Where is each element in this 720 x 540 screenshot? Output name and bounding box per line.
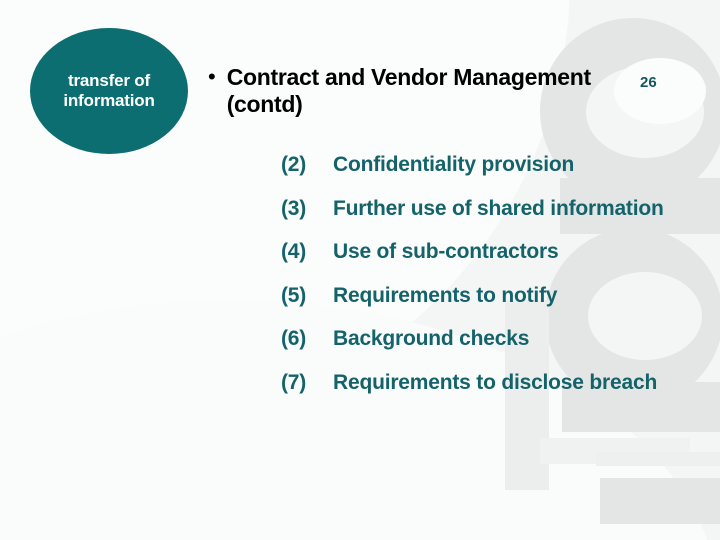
list-item-label: Background checks <box>333 327 530 351</box>
watermark-plate-c <box>540 438 690 464</box>
list-item: (7) Requirements to disclose breach <box>281 370 691 396</box>
list-item: (4) Use of sub-contractors <box>281 239 691 265</box>
list-item: (6) Background checks <box>281 326 691 352</box>
list-item-label: Confidentiality provision <box>333 153 575 176</box>
numbered-list: (2) Confidentiality provision (3) Furthe… <box>281 152 691 414</box>
transfer-of-information-callout: transfer of information <box>30 28 188 154</box>
page-number: 26 <box>640 74 657 91</box>
list-item: (2) Confidentiality provision <box>281 152 691 178</box>
callout-line-2: information <box>63 91 155 110</box>
list-item-label: Requirements to notify <box>333 283 558 307</box>
list-item-label: Use of sub-contractors <box>333 240 559 264</box>
callout-text: transfer of information <box>57 71 160 111</box>
list-item-number: (4) <box>281 240 307 264</box>
list-item-number: (2) <box>281 153 307 176</box>
list-item-number: (7) <box>281 371 307 395</box>
watermark-plate-b <box>596 452 720 466</box>
list-item: (5) Requirements to notify <box>281 283 691 309</box>
slide-title: • Contract and Vendor Management (contd) <box>208 64 608 118</box>
list-item-number: (3) <box>281 196 307 220</box>
page-number-backplate <box>614 58 706 124</box>
list-item-number: (5) <box>281 283 307 307</box>
page-title: Contract and Vendor Management (contd) <box>226 64 591 117</box>
list-item-label: Requirements to disclose breach <box>333 371 658 395</box>
list-item-number: (6) <box>281 327 307 351</box>
list-item-label: Further use of shared information <box>333 196 664 220</box>
title-bullet-icon: • <box>208 64 216 89</box>
watermark-circle-lower <box>0 192 78 270</box>
list-item: (3) Further use of shared information <box>281 196 691 222</box>
callout-line-1: transfer of <box>68 70 150 90</box>
watermark-plate-a <box>600 478 720 524</box>
